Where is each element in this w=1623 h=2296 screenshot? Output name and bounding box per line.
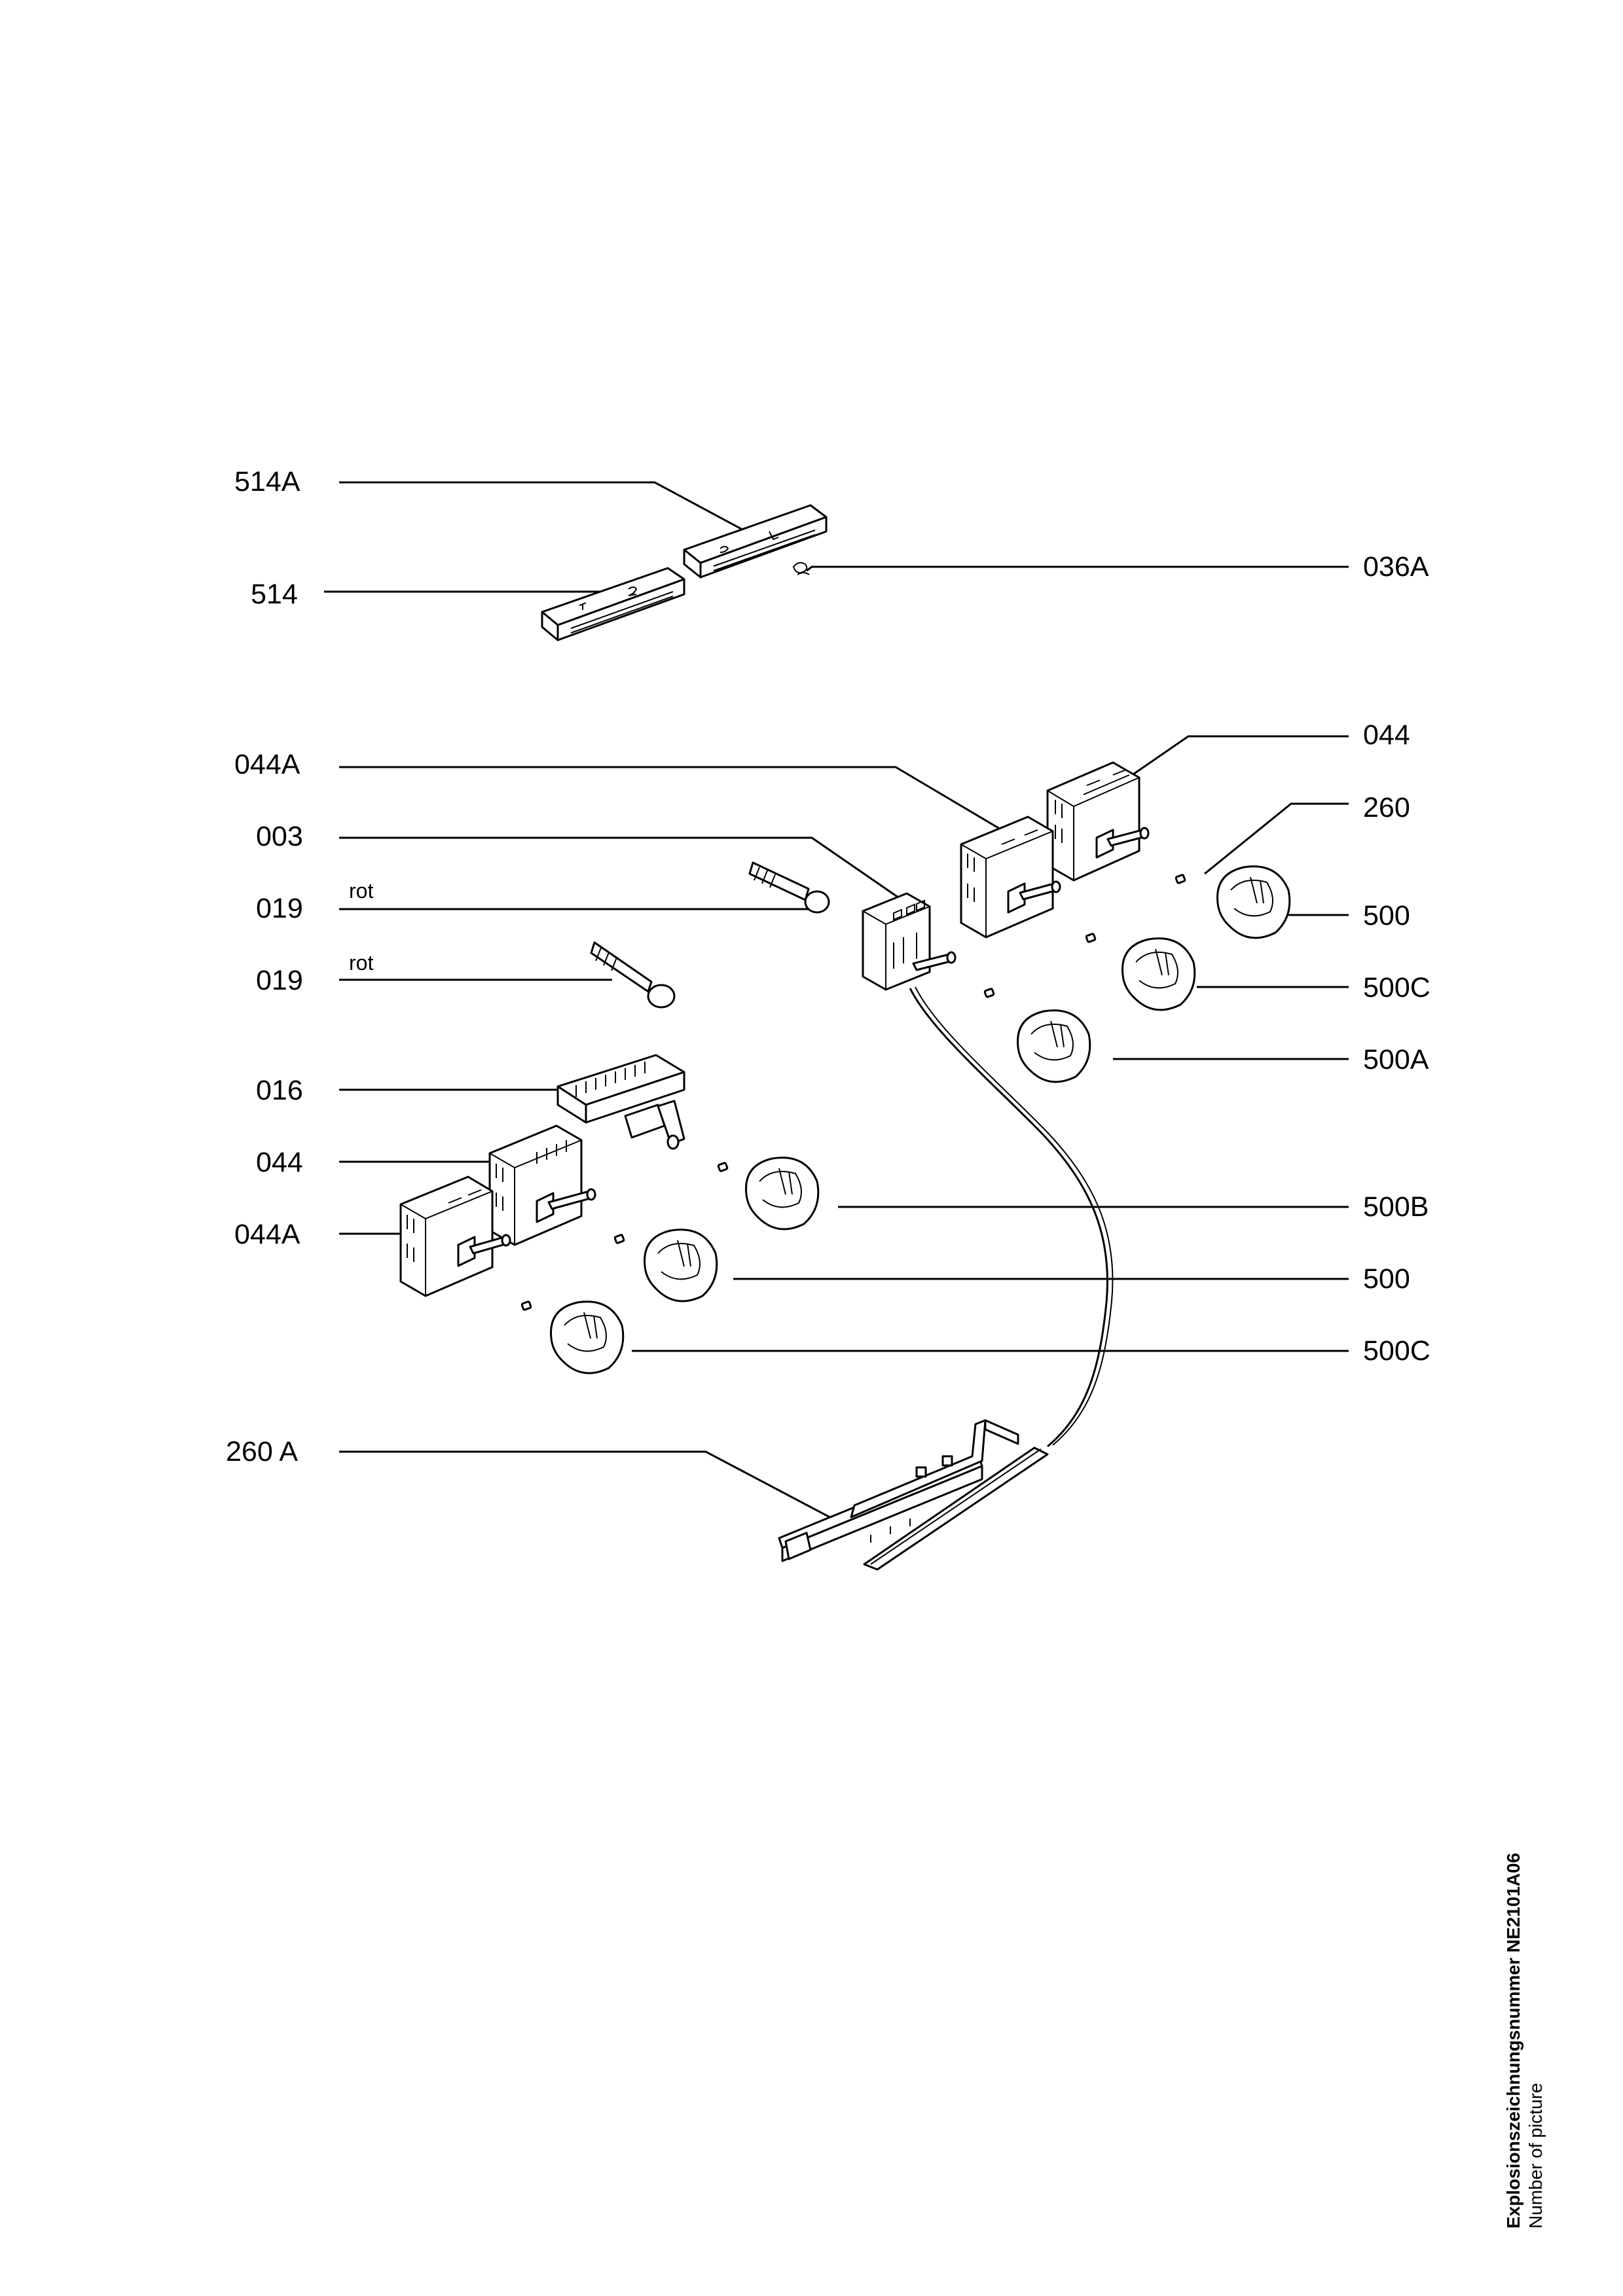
label-044A-top: 044A: [234, 749, 301, 780]
label-019-b: 019: [256, 965, 303, 996]
label-044-bottom: 044: [256, 1147, 303, 1178]
label-500-bottom: 500: [1363, 1263, 1410, 1295]
label-500A: 500A: [1363, 1044, 1429, 1075]
label-500C-bottom: 500C: [1363, 1335, 1431, 1367]
knob-500C-bottom: [550, 1300, 625, 1374]
label-500B: 500B: [1363, 1191, 1429, 1223]
picture-number-label: Number of picture: [1525, 2083, 1546, 2229]
leader-lines: [324, 481, 1349, 1526]
label-044A-bottom: 044A: [234, 1219, 301, 1250]
signal-lamp-019-a: [748, 861, 830, 914]
leader-260: [1204, 802, 1349, 875]
label-016: 016: [256, 1075, 303, 1106]
knob-500A: [1017, 1009, 1091, 1083]
connecting-wire: [909, 988, 1108, 1448]
switch-044-bottom: [488, 1124, 596, 1246]
switch-003: [862, 892, 957, 991]
note-rot-b: rot: [349, 951, 373, 975]
switch-044A-bottom: [399, 1175, 511, 1297]
connecting-wire-inner: [915, 986, 1114, 1446]
terminal-block-016: [556, 1054, 685, 1150]
knob-500B: [745, 1157, 820, 1230]
knob-500-bottom: [644, 1229, 718, 1302]
switch-044-top: [1046, 761, 1150, 882]
label-514A: 514A: [234, 466, 301, 497]
label-260: 260: [1363, 792, 1410, 823]
label-044-top: 044: [1363, 719, 1410, 751]
knob-500C-top: [1122, 937, 1196, 1011]
note-rot-a: rot: [349, 879, 373, 903]
label-260A: 260 A: [226, 1436, 298, 1467]
label-strip-514A: [683, 504, 828, 579]
signal-lamp-019-b: [590, 941, 676, 1009]
label-strip-514: [541, 567, 685, 641]
switch-044A-top: [960, 816, 1061, 939]
clip-036A: [792, 562, 810, 575]
drawing-number-label: Explosionszeichnungsnummer NE2101A06: [1503, 1852, 1523, 2229]
leader-044-top: [1131, 735, 1349, 777]
inserts-top: [983, 874, 1186, 998]
label-500-top: 500: [1363, 900, 1410, 931]
knob-500-top: [1216, 865, 1291, 939]
callout-labels: 514A 514 036A 044A 044 003 260 019 019 5…: [226, 466, 1431, 1467]
label-514: 514: [251, 579, 298, 610]
bracket-260A: [778, 1419, 1049, 1571]
label-500C-top: 500C: [1363, 972, 1431, 1003]
leader-514A: [339, 481, 750, 535]
label-019-a: 019: [256, 893, 303, 924]
drawing-number-footer: Explosionszeichnungsnummer NE2101A06 Num…: [1503, 1853, 1547, 2229]
label-003: 003: [256, 821, 303, 852]
leader-044A-top: [339, 766, 1002, 831]
inserts-bottom: [520, 1162, 729, 1311]
leader-003: [339, 836, 907, 905]
label-036A: 036A: [1363, 551, 1429, 583]
leader-036A: [806, 565, 1349, 572]
leader-260A: [339, 1450, 845, 1526]
